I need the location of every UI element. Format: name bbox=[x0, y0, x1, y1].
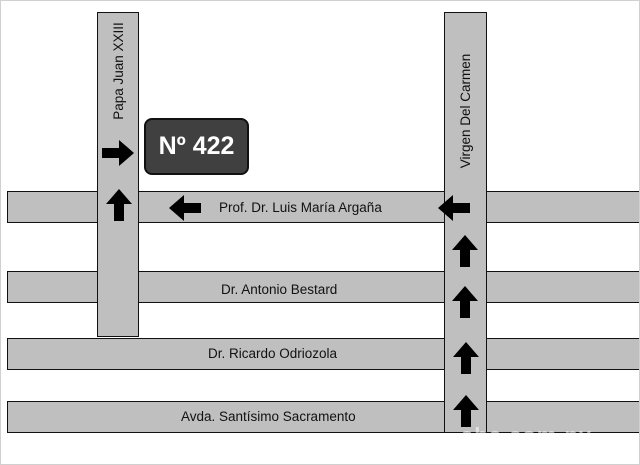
arrow-left-icon bbox=[437, 191, 471, 225]
arrow-up-icon bbox=[449, 394, 483, 428]
road-odriozola bbox=[7, 338, 639, 370]
arrow-up-icon bbox=[449, 341, 483, 375]
arrow-up-icon bbox=[102, 188, 136, 222]
street-label-odriozola: Dr. Ricardo Odriozola bbox=[208, 346, 338, 361]
arrow-up-icon bbox=[448, 234, 482, 268]
watermark: abc.com.py bbox=[461, 423, 593, 448]
street-label-bestard: Dr. Antonio Bestard bbox=[221, 282, 338, 297]
street-label-santisimo: Avda. Santísimo Sacramento bbox=[181, 409, 356, 424]
street-label-papa-juan: Papa Juan XXIII bbox=[111, 22, 126, 120]
arrow-right-icon bbox=[101, 136, 135, 170]
street-label-virgen-del-carmen: Virgen Del Carmen bbox=[458, 53, 473, 169]
arrow-left-icon bbox=[168, 191, 202, 225]
arrow-up-icon bbox=[448, 285, 482, 319]
road-virgen-del-carmen bbox=[444, 12, 487, 433]
street-label-arguana: Prof. Dr. Luis María Argaña bbox=[219, 200, 382, 215]
road-papa-juan bbox=[97, 12, 139, 337]
location-badge: Nº 422 bbox=[144, 118, 249, 175]
road-santisimo bbox=[7, 401, 639, 433]
